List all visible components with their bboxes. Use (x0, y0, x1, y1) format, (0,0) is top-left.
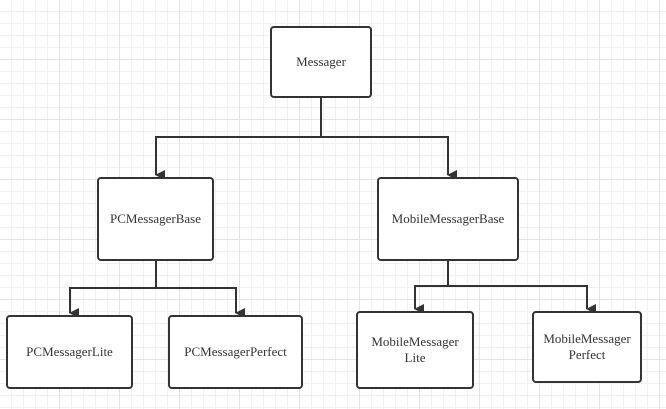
node-label: PCMessagerBase (110, 211, 201, 226)
node-label: PCMessagerLite (26, 344, 113, 359)
connector-messager-to-mobile-base (321, 136, 457, 180)
connector-messager-to-pc-base (155, 98, 322, 180)
node-label: MobileMessagerBase (391, 211, 505, 226)
connector-pc-base-to-pc-perfect (156, 287, 245, 318)
connector-mobile-base-to-mobile-perfect (448, 285, 596, 314)
node-label: PCMessagerPerfect (184, 344, 287, 359)
node-label: Messager (296, 54, 346, 69)
node-mobile-messager-base[interactable]: MobileMessagerBase (377, 177, 519, 261)
node-pc-messager-perfect[interactable]: PCMessagerPerfect (168, 315, 303, 389)
node-mobile-messager-perfect[interactable]: MobileMessager Perfect (532, 311, 642, 383)
node-pc-messager-lite[interactable]: PCMessagerLite (6, 315, 133, 389)
node-mobile-messager-lite[interactable]: MobileMessagerLite (356, 311, 474, 389)
node-messager[interactable]: Messager (270, 26, 372, 98)
connector-pc-base-to-pc-lite (69, 261, 157, 318)
node-label: MobileMessager Perfect (543, 331, 631, 362)
node-label: MobileMessagerLite (371, 334, 459, 365)
connector-mobile-base-to-mobile-lite (414, 261, 449, 314)
node-pc-messager-base[interactable]: PCMessagerBase (97, 177, 214, 261)
